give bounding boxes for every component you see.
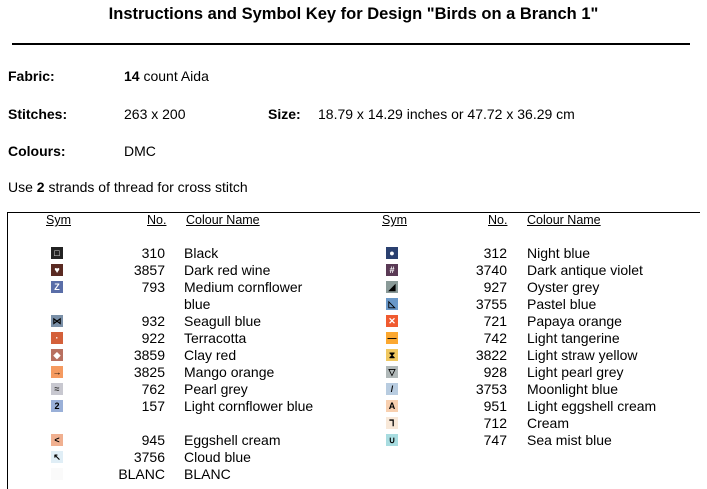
symbol-swatch-icon: < [51,434,63,446]
dmc-number: 927 [483,279,507,295]
dmc-number: 3825 [133,364,165,380]
dmc-number: 3857 [133,262,165,278]
symbol-swatch-icon: → [51,366,63,378]
colour-name: Sea mist blue [527,432,612,448]
symbol-swatch-icon: ⋈ [51,315,63,327]
symbol-swatch-icon: ≈ [51,383,63,395]
dmc-number: 932 [141,313,165,329]
header-sym-right: Sym [382,213,407,227]
colour-name: Dark antique violet [527,262,643,278]
symbol-swatch-icon: Z [51,281,63,293]
dmc-number: 793 [141,279,165,295]
symbol-swatch-icon: ♥ [51,264,63,276]
dmc-number: 310 [141,245,165,261]
symbol-swatch-icon: ⧗ [386,349,398,361]
colour-name: Seagull blue [184,313,262,329]
symbol-swatch-icon: # [386,264,398,276]
colour-name: Light tangerine [527,330,620,346]
header-no-left: No. [147,213,167,227]
dmc-number: 951 [483,398,507,414]
colour-name: Medium cornflower blue [184,279,303,312]
fabric-label: Fabric: [8,68,55,84]
dmc-number: 3822 [475,347,507,363]
colour-name: Light cornflower blue [184,398,314,414]
symbol-swatch-icon: ◢ [386,281,398,293]
title-divider [12,43,690,45]
colour-name: Terracotta [184,330,247,346]
symbol-swatch-icon: ↖ [51,451,63,463]
colour-name: Mango orange [184,364,275,380]
strands-count: 2 [36,179,45,195]
colour-name: Light straw yellow [527,347,638,363]
colour-name: Moonlight blue [527,381,619,397]
size-value: 18.79 x 14.29 inches or 47.72 x 36.29 cm [318,106,575,122]
symbol-swatch-icon: ▽ [386,366,398,378]
stitches-value: 263 x 200 [124,106,186,122]
fabric-count: 14 [124,68,140,84]
dmc-number: 3755 [475,296,507,312]
symbol-swatch-icon: ✕ [386,315,398,327]
dmc-number: 312 [483,245,507,261]
symbol-swatch-icon: ◺ [386,298,398,310]
header-name-left: Colour Name [186,213,260,227]
header-no-right: No. [488,213,508,227]
colour-name: Light pearl grey [527,364,624,380]
dmc-number: BLANC [118,466,165,482]
dmc-number: 157 [141,398,165,414]
colour-name: Eggshell cream [184,432,281,448]
colours-label: Colours: [8,143,66,159]
colour-name: Cloud blue [184,449,251,465]
symbol-swatch-icon: 2 [51,400,63,412]
symbol-swatch-icon: ◆ [51,349,63,361]
colour-name: Pearl grey [184,381,248,397]
size-label: Size: [268,106,301,122]
dmc-number: 762 [141,381,165,397]
colour-name: Papaya orange [527,313,622,329]
colour-name: Clay red [184,347,237,363]
fabric-value: 14 count Aida [124,68,209,84]
symbol-swatch-icon: ⅂ [386,417,398,429]
symbol-swatch-icon: □ [51,247,63,259]
fabric-type: count Aida [143,68,209,84]
dmc-number: 945 [141,432,165,448]
strands-pre: Use [8,179,33,195]
colour-name: Pastel blue [527,296,597,312]
dmc-number: 3756 [133,449,165,465]
colour-name: Oyster grey [527,279,600,295]
colour-name: Light eggshell cream [527,398,657,414]
dmc-number: 747 [483,432,507,448]
dmc-number: 922 [141,330,165,346]
symbol-swatch-icon [51,468,63,480]
colour-name: Dark red wine [184,262,271,278]
symbol-swatch-icon: — [386,332,398,344]
header-name-right: Colour Name [527,213,601,227]
symbol-swatch-icon: ∪ [386,434,398,446]
dmc-number: 3740 [475,262,507,278]
dmc-number: 928 [483,364,507,380]
header-sym-left: Sym [46,213,71,227]
colour-name: Black [184,245,219,261]
dmc-number: 742 [483,330,507,346]
dmc-number: 3859 [133,347,165,363]
dmc-number: 3753 [475,381,507,397]
colour-name: BLANC [184,466,231,482]
symbol-swatch-icon: · [51,332,63,344]
strands-post: strands of thread for cross stitch [48,179,248,195]
symbol-swatch-icon: / [386,383,398,395]
dmc-number: 712 [483,415,507,431]
symbol-swatch-icon: A [386,400,398,412]
symbol-key-table [7,212,700,489]
stitches-label: Stitches: [8,106,68,122]
colours-value: DMC [124,143,156,159]
colour-name: Cream [527,415,570,431]
symbol-swatch-icon: ● [386,247,398,259]
dmc-number: 721 [483,313,507,329]
strands-instruction: Use 2 strands of thread for cross stitch [8,179,248,195]
colour-name: Night blue [527,245,591,261]
page-title: Instructions and Symbol Key for Design "… [108,5,599,23]
